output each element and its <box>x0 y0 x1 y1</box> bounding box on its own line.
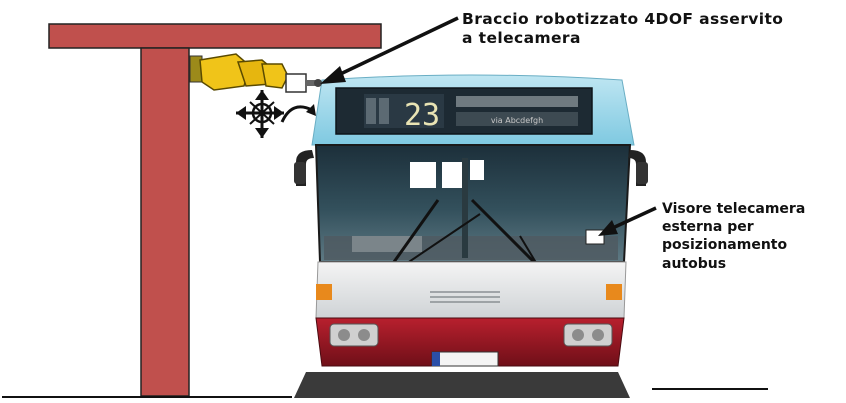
callout-arrow-visor <box>598 206 657 236</box>
robot-arm <box>189 53 322 93</box>
camera-visor-label-line-1: Visore telecamera <box>662 201 806 217</box>
rotation-arrow <box>280 105 313 123</box>
destination-bar-top <box>456 96 578 107</box>
gantry <box>48 23 382 397</box>
gantry-beam <box>48 23 382 49</box>
camera-visor-label-line-4: autobus <box>662 255 727 272</box>
destination-text: via Abcdefgh <box>491 116 543 125</box>
gantry-column <box>140 47 190 397</box>
robot-arm-label-line-2: a telecamera <box>462 29 581 48</box>
camera-visor-label: Visore telecamera esterna per posizionam… <box>662 200 805 273</box>
bus-bumper <box>315 317 625 367</box>
camera-visor-label-line-2: esterna per <box>662 219 754 236</box>
robot-arm-link-1 <box>199 53 251 91</box>
robot-arm-link-3 <box>261 63 289 89</box>
camera-head <box>285 73 307 93</box>
robot-arm-label-line-1: Braccio robotizzato 4DOF asservito <box>462 10 784 28</box>
robot-arm-label: Braccio robotizzato 4DOF asservito a tel… <box>462 10 783 49</box>
bus-shadow <box>294 372 630 398</box>
callout-arrow-arm <box>320 16 459 84</box>
camera-visor <box>585 229 605 245</box>
dof-symbol <box>236 90 316 138</box>
bus-grille <box>430 291 500 303</box>
bus-body-lower <box>315 261 627 319</box>
camera-visor-label-line-3: posizionamento <box>662 237 788 254</box>
license-plate <box>431 351 499 367</box>
bus: 23 via Abcdefgh <box>294 74 648 398</box>
destination-bar-bottom <box>456 112 578 126</box>
route-number-box <box>364 94 444 128</box>
route-number: 23 <box>404 98 440 133</box>
